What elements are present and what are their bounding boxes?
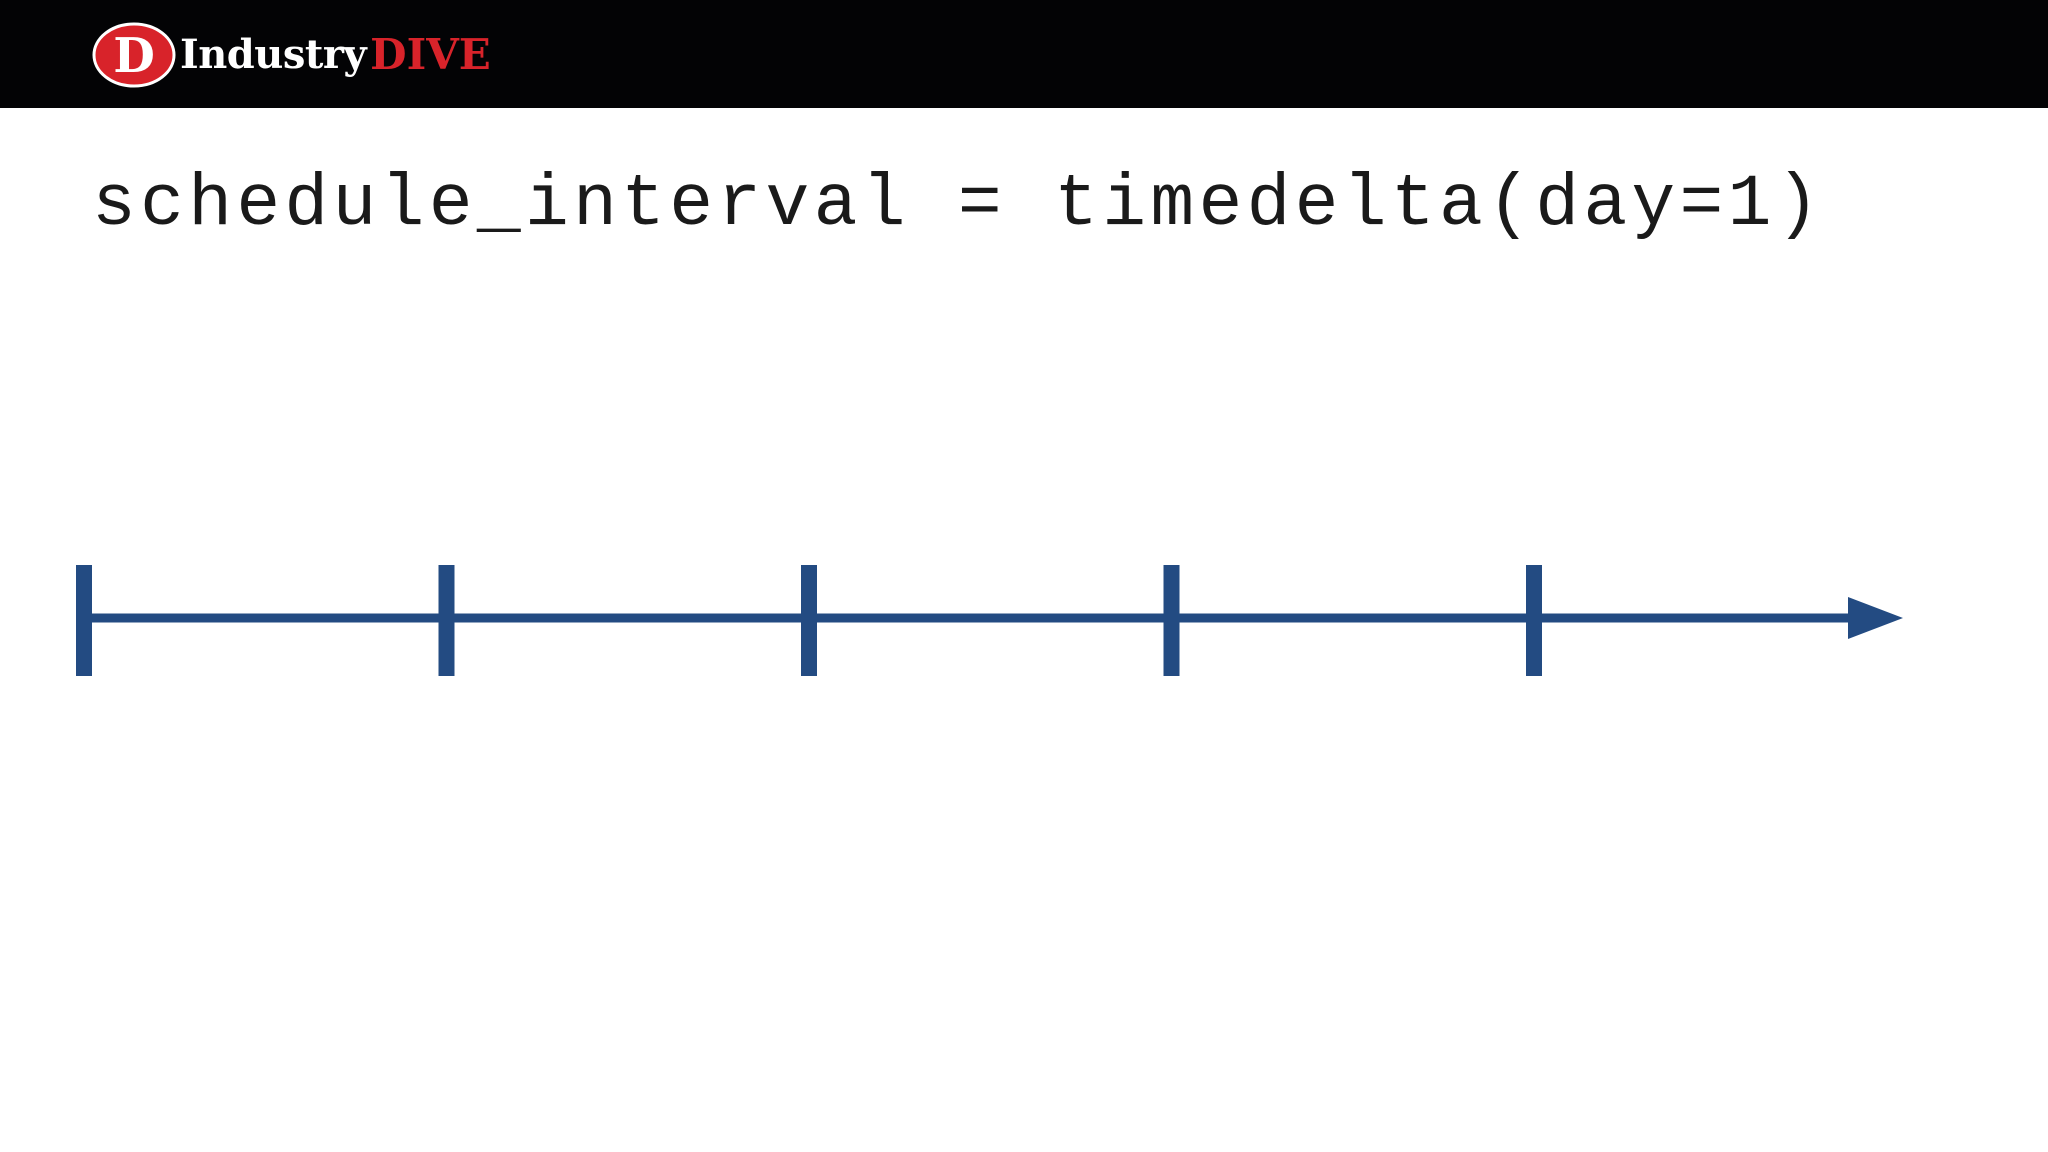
industry-dive-logo: D Industry DIVE (92, 22, 491, 88)
logo-badge-icon: D (92, 22, 176, 88)
timeline-arrowhead (1848, 597, 1903, 639)
logo-wordmark-dive: DIVE (370, 30, 491, 79)
schedule-interval-code: schedule_interval = timedelta(day=1) (92, 163, 1824, 246)
logo-badge-letter: D (113, 28, 155, 84)
timeline-group (76, 565, 1903, 676)
header-bar: D Industry DIVE (0, 0, 2048, 108)
logo-wordmark-industry: Industry (180, 31, 367, 78)
